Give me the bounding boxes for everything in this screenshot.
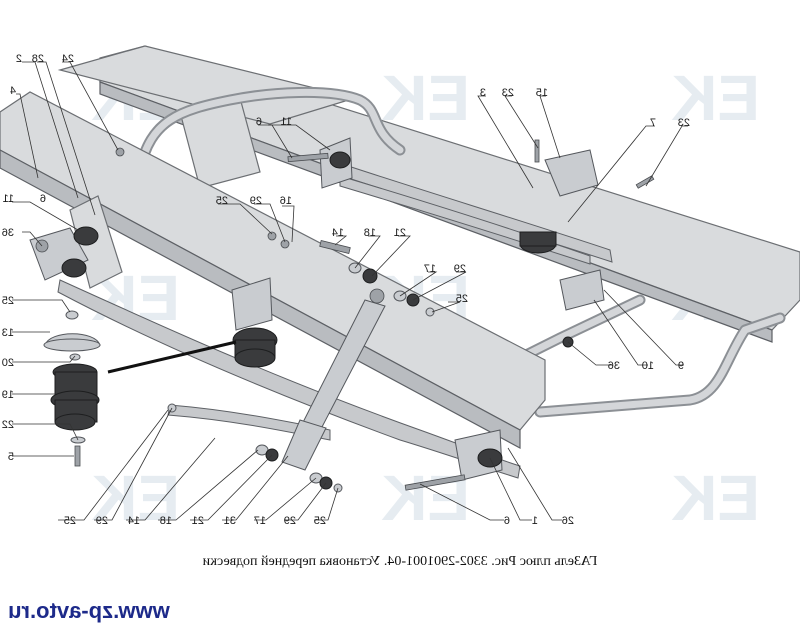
shock-absorber — [281, 288, 386, 471]
callout-17: 17 — [254, 515, 266, 527]
watermark-text: EK — [381, 462, 470, 534]
callout-24: 24 — [62, 53, 74, 65]
callout-13: 13 — [2, 327, 14, 339]
callout-29: 29 — [250, 195, 262, 207]
callout-21: 21 — [394, 227, 406, 239]
callout-21: 21 — [192, 515, 204, 527]
callout-25: 25 — [2, 295, 14, 307]
callout-23: 23 — [678, 117, 690, 129]
callout-36: 36 — [608, 360, 620, 372]
callout-3: 3 — [480, 87, 486, 99]
callout-6: 6 — [504, 515, 510, 527]
watermark-text: EK — [91, 462, 180, 534]
watermark-text: EK — [671, 462, 760, 534]
callout-22: 22 — [2, 419, 14, 431]
leader-lines — [12, 61, 688, 521]
figure-caption: ГАЗель плюс Рис. 3302-2901001-04. Устано… — [202, 554, 598, 569]
callout-15: 15 — [536, 87, 548, 99]
bump-stop-on-frame — [231, 277, 278, 368]
callout-1: 1 — [532, 515, 538, 527]
watermark-text: EK — [381, 62, 470, 134]
bump-stop-exploded — [43, 310, 237, 467]
far-spring-bracket — [319, 137, 605, 311]
callout-25: 25 — [456, 293, 468, 305]
callout-25: 25 — [216, 195, 228, 207]
callout-29: 29 — [96, 515, 108, 527]
callout-18: 18 — [160, 515, 172, 527]
callout-14: 14 — [332, 227, 344, 239]
callout-25: 25 — [64, 515, 76, 527]
website-link[interactable]: www.zp-avto.ru — [8, 598, 170, 623]
callout-23: 23 — [502, 87, 514, 99]
callout-9: 9 — [678, 360, 684, 372]
callout-10: 10 — [642, 360, 654, 372]
callout-20: 20 — [2, 357, 14, 369]
callout-6: 6 — [40, 193, 46, 205]
callout-17: 17 — [424, 263, 436, 275]
callout-16: 16 — [280, 195, 292, 207]
callout-labels: 2 28 24 4 6 11 11 6 36 25 29 16 14 18 21… — [2, 53, 690, 527]
callout-11: 11 — [281, 116, 292, 128]
callout-18: 18 — [364, 227, 376, 239]
watermark-text: EK — [671, 62, 760, 134]
callout-36: 36 — [2, 227, 14, 239]
callout-31: 31 — [224, 515, 236, 527]
callout-19: 19 — [2, 389, 14, 401]
callout-25: 25 — [314, 515, 326, 527]
callout-6: 6 — [256, 116, 262, 128]
callout-5: 5 — [8, 451, 14, 463]
callout-4: 4 — [10, 85, 16, 97]
callout-26: 26 — [562, 515, 574, 527]
callout-2: 2 — [16, 53, 22, 65]
callout-29: 29 — [454, 263, 466, 275]
callout-28: 28 — [32, 53, 44, 65]
callout-11: 11 — [3, 193, 14, 205]
callout-14: 14 — [128, 515, 140, 527]
assembly-arrow — [107, 340, 237, 374]
callout-7: 7 — [650, 117, 656, 129]
callout-29: 29 — [284, 515, 296, 527]
